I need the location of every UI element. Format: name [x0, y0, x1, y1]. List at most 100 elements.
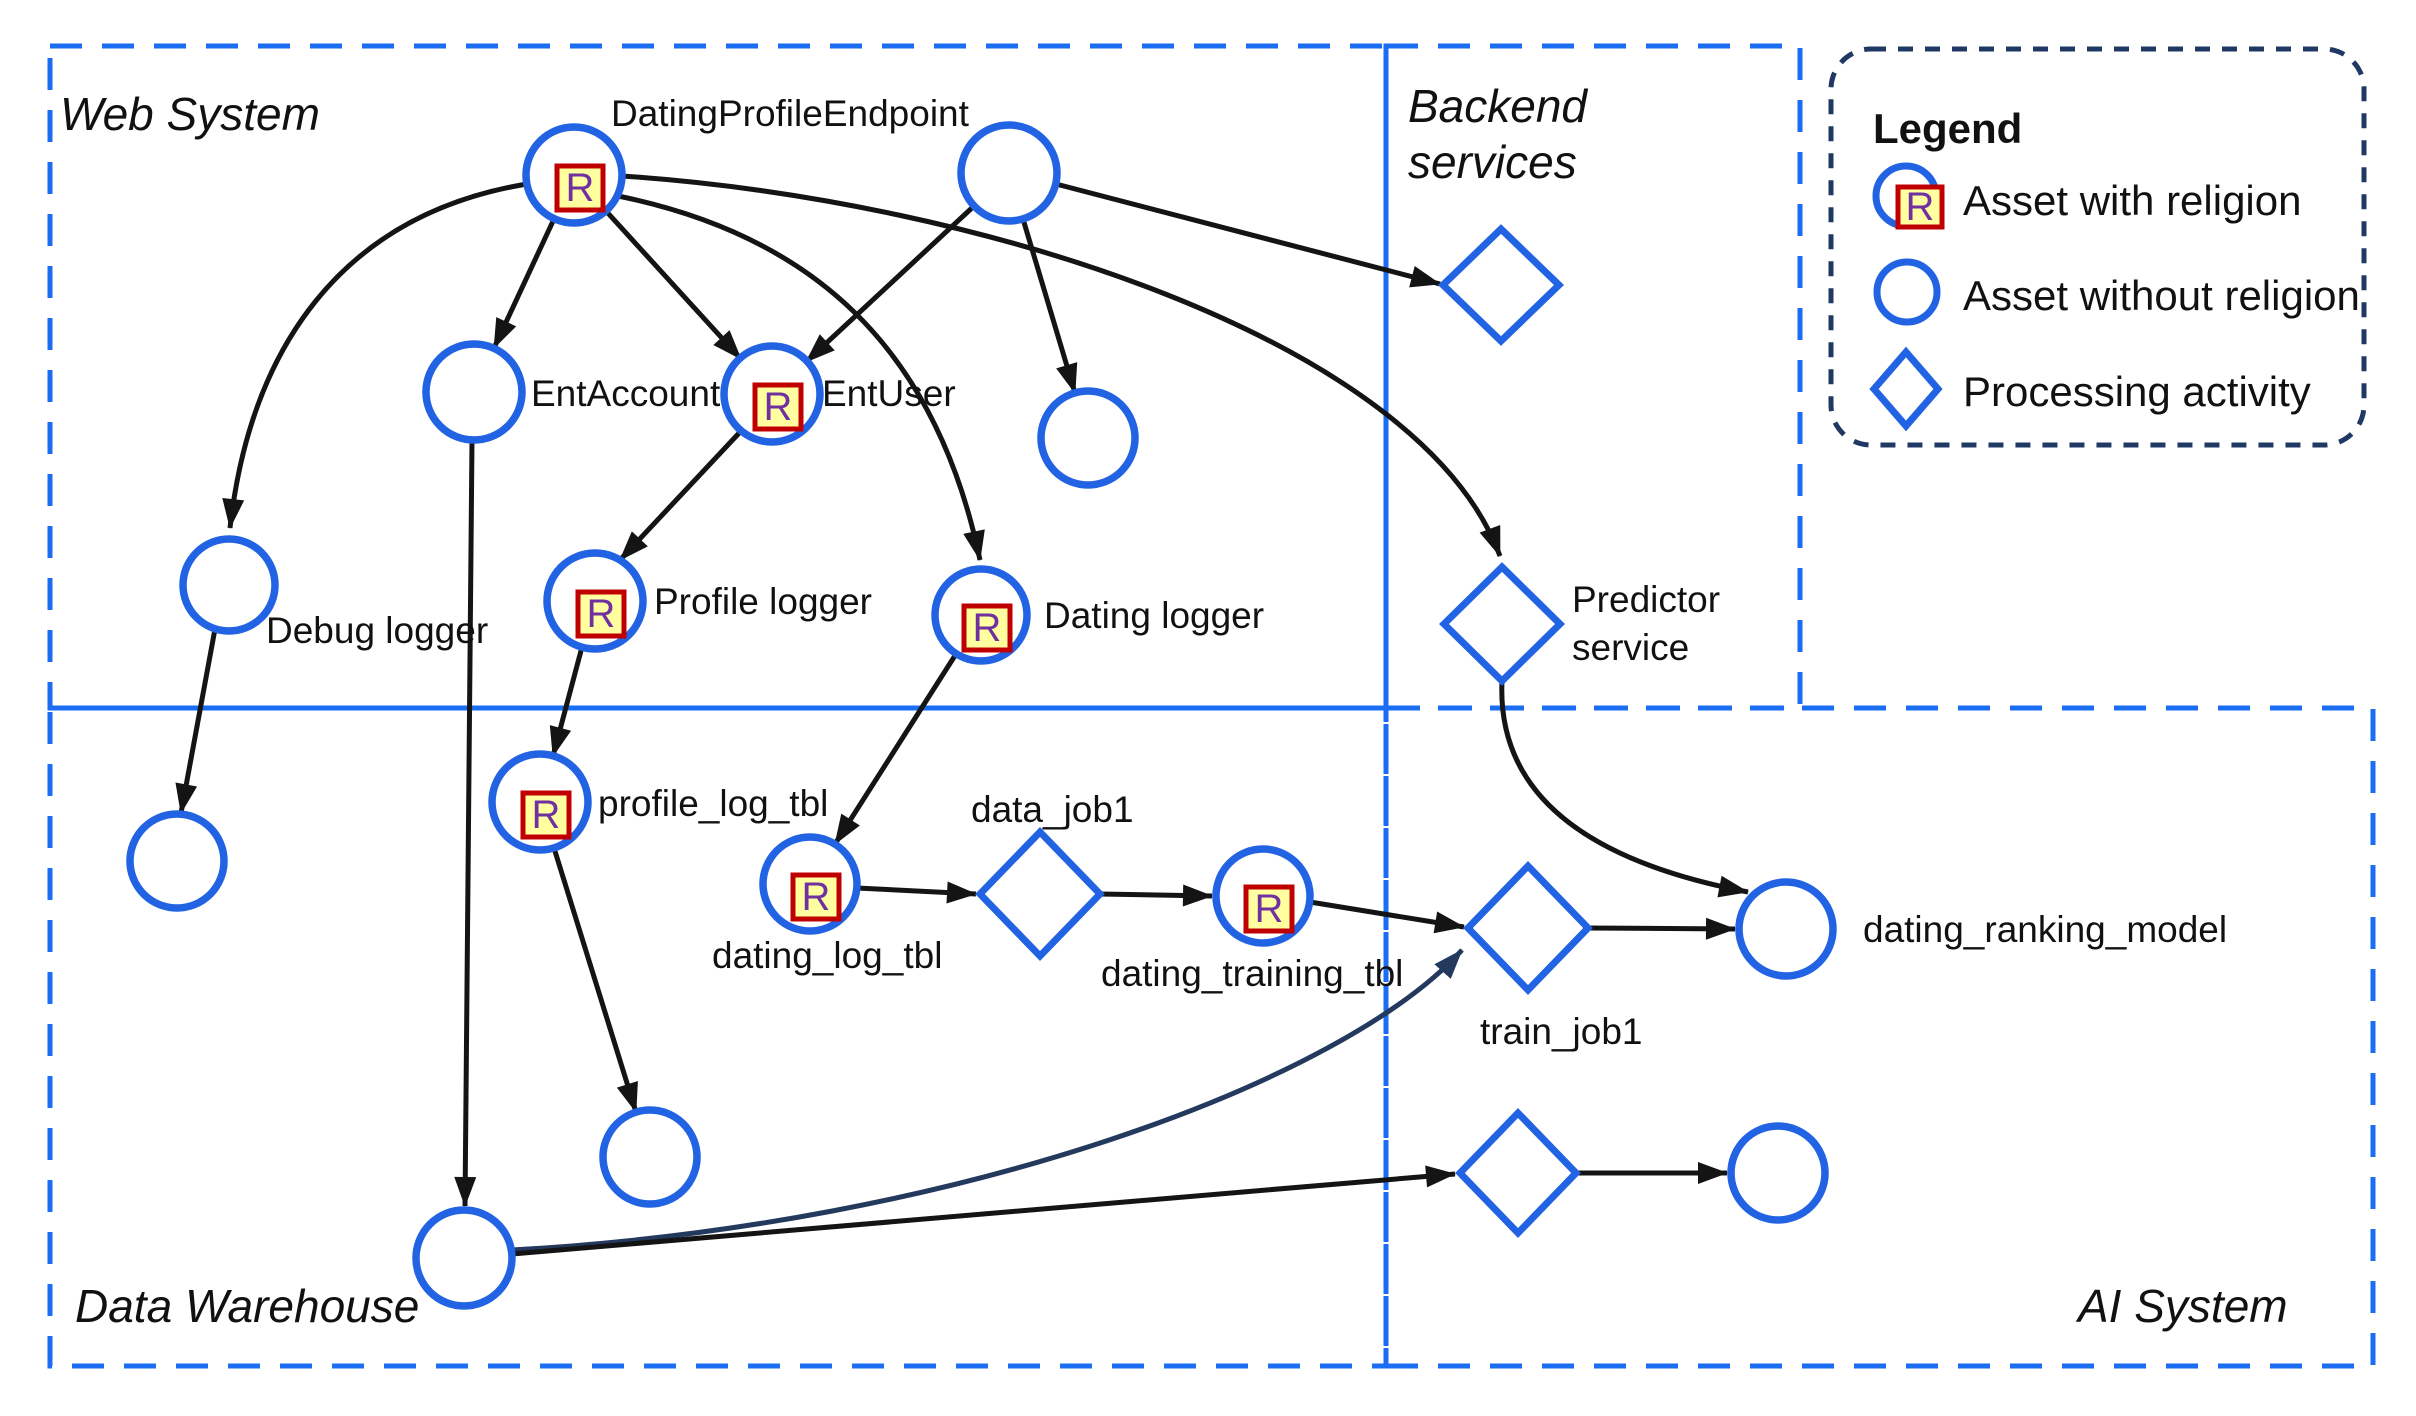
- node-asset-unlabeled-2: [1037, 387, 1139, 489]
- edge-asset-unlabeled-5-to-ai-activity: [511, 1165, 1456, 1257]
- node-label-train-job1: train_job1: [1480, 1011, 1643, 1052]
- religion-badge-letter-profile-log-tbl: R: [532, 793, 561, 837]
- edge-train-job1-to-dating-ranking-model: [1587, 917, 1736, 940]
- node-ent-user: R EntUser: [720, 342, 956, 446]
- religion-badge-letter-dating-training-tbl: R: [1255, 887, 1284, 931]
- node-label-data-job1: data_job1: [971, 789, 1134, 830]
- edge-data-job1-to-dating-training-tbl: [1099, 884, 1213, 907]
- edge-dating-logger-to-dating-log-tbl: [832, 652, 959, 846]
- node-debug-logger: Debug logger: [179, 535, 488, 651]
- processing-activity-icon: [1463, 860, 1593, 996]
- religion-badge-letter-ent-user: R: [764, 385, 793, 429]
- asset-icon: [957, 121, 1061, 225]
- edge-dating-training-tbl-to-train-job1: [1309, 899, 1465, 934]
- legend-item-processing-activity: Processing activity: [1869, 346, 2311, 432]
- legend-box: [1828, 46, 2367, 448]
- legend-item-asset-with-religion: R Asset with religion: [1872, 162, 2301, 230]
- node-label-dating-logger: Dating logger: [1044, 595, 1264, 636]
- node-label-dating-log-tbl: dating_log_tbl: [712, 935, 942, 976]
- edge-dating-profile-endpoint-to-ent-account: [491, 217, 557, 350]
- node-predictor-service: Predictor service: [1439, 562, 1720, 686]
- node-label-predictor-service: Predictor: [1572, 579, 1720, 620]
- node-dating-profile-endpoint: R DatingProfileEndpoint: [522, 93, 970, 227]
- node-asset-unlabeled-6: [1727, 1122, 1829, 1224]
- legend-item-label-asset-without-religion: Asset without religion: [1963, 272, 2360, 319]
- system-label-backend-services: Backend: [1408, 80, 1588, 132]
- religion-badge-dating-profile-endpoint: [554, 163, 606, 213]
- asset-without-religion-icon: [1873, 258, 1941, 326]
- edge-predictor-service-to-dating-ranking-model: [1499, 680, 1749, 898]
- system-box-ai-system: [1383, 705, 2376, 1369]
- religion-badge-dating-logger: [961, 603, 1013, 653]
- asset-icon: [1727, 1122, 1829, 1224]
- edge-ent-account-to-asset-unlabeled-5: [454, 439, 477, 1207]
- edge-profile-logger-to-profile-log-tbl: [549, 646, 585, 757]
- processing-activity-icon: [1455, 1107, 1581, 1239]
- node-label-ent-user: EntUser: [822, 373, 956, 414]
- node-asset-unlabeled-5: [412, 1206, 516, 1310]
- system-label-ai-system: AI System: [2075, 1280, 2288, 1332]
- node-asset-unlabeled-4: [599, 1106, 701, 1208]
- religion-badge-letter-legend: R: [1906, 185, 1935, 229]
- node-backend-activity: [1437, 224, 1565, 346]
- religion-badge-letter-dating-logger: R: [973, 606, 1002, 650]
- edge-asset-unlabeled-1-to-backend-activity: [1055, 181, 1441, 288]
- processing-activity-icon: [1439, 562, 1565, 686]
- legend-item-label-processing-activity: Processing activity: [1963, 368, 2311, 415]
- system-box-data-warehouse: [47, 705, 1389, 1369]
- node-dating-ranking-model: dating_ranking_model: [1735, 878, 2227, 980]
- edge-dating-profile-endpoint-to-dating-logger: [617, 193, 985, 561]
- edge-asset-unlabeled-5-to-train-job1: [511, 948, 1464, 1253]
- edge-debug-logger-to-asset-unlabeled-3: [175, 628, 218, 814]
- system-label-web-system: Web System: [60, 88, 320, 140]
- node-label-dating-profile-endpoint: DatingProfileEndpoint: [611, 93, 970, 134]
- asset-icon: [126, 810, 228, 912]
- node-ent-account: EntAccount: [422, 340, 721, 444]
- processing-activity-icon: [1869, 346, 1943, 432]
- edge-dating-log-tbl-to-data-job1: [856, 881, 977, 904]
- religion-badge-legend: [1895, 184, 1945, 230]
- processing-activity-icon: [1437, 224, 1565, 346]
- asset-icon: [412, 1206, 516, 1310]
- edge-asset-unlabeled-1-to-ent-user: [804, 204, 976, 364]
- system-label-data-warehouse: Data Warehouse: [75, 1280, 419, 1332]
- religion-badge-ent-user: [752, 382, 804, 432]
- edge-dating-profile-endpoint-to-ent-user: [604, 209, 743, 361]
- node-asset-unlabeled-3: [126, 810, 228, 912]
- religion-badge-profile-logger: [575, 589, 627, 639]
- system-label-backend-services: services: [1408, 136, 1577, 188]
- legend-item-asset-without-religion: Asset without religion: [1873, 258, 2360, 326]
- religion-badge-dating-training-tbl: [1243, 884, 1295, 934]
- node-label-dating-ranking-model: dating_ranking_model: [1863, 909, 2227, 950]
- node-label-profile-logger: Profile logger: [654, 581, 872, 622]
- asset-icon: [179, 535, 279, 635]
- edge-dating-profile-endpoint-to-predictor-service: [621, 173, 1503, 557]
- edge-profile-log-tbl-to-asset-unlabeled-4: [551, 847, 639, 1113]
- religion-badge-dating-log-tbl: [790, 872, 842, 922]
- asset-icon: [422, 340, 526, 444]
- node-label-debug-logger: Debug logger: [266, 610, 488, 651]
- religion-badge-profile-log-tbl: [520, 790, 572, 840]
- religion-badge-letter-dating-profile-endpoint: R: [566, 166, 595, 210]
- legend-title: Legend: [1873, 105, 2022, 152]
- system-box-backend-services: [1383, 43, 1803, 711]
- node-label-predictor-service: service: [1572, 627, 1689, 668]
- asset-icon: [1735, 878, 1837, 980]
- asset-icon: [1037, 387, 1139, 489]
- religion-badge-letter-dating-log-tbl: R: [802, 875, 831, 919]
- node-label-ent-account: EntAccount: [531, 373, 721, 414]
- node-label-profile-log-tbl: profile_log_tbl: [598, 783, 828, 824]
- processing-activity-icon: [975, 826, 1105, 962]
- edge-dating-profile-endpoint-to-debug-logger: [222, 181, 528, 529]
- religion-badge-letter-profile-logger: R: [587, 592, 616, 636]
- node-data-job1: data_job1: [971, 789, 1134, 962]
- node-profile-logger: R Profile logger: [543, 549, 872, 653]
- edge-ent-user-to-profile-logger: [618, 429, 743, 562]
- legend-item-label-asset-with-religion: Asset with religion: [1963, 177, 2301, 224]
